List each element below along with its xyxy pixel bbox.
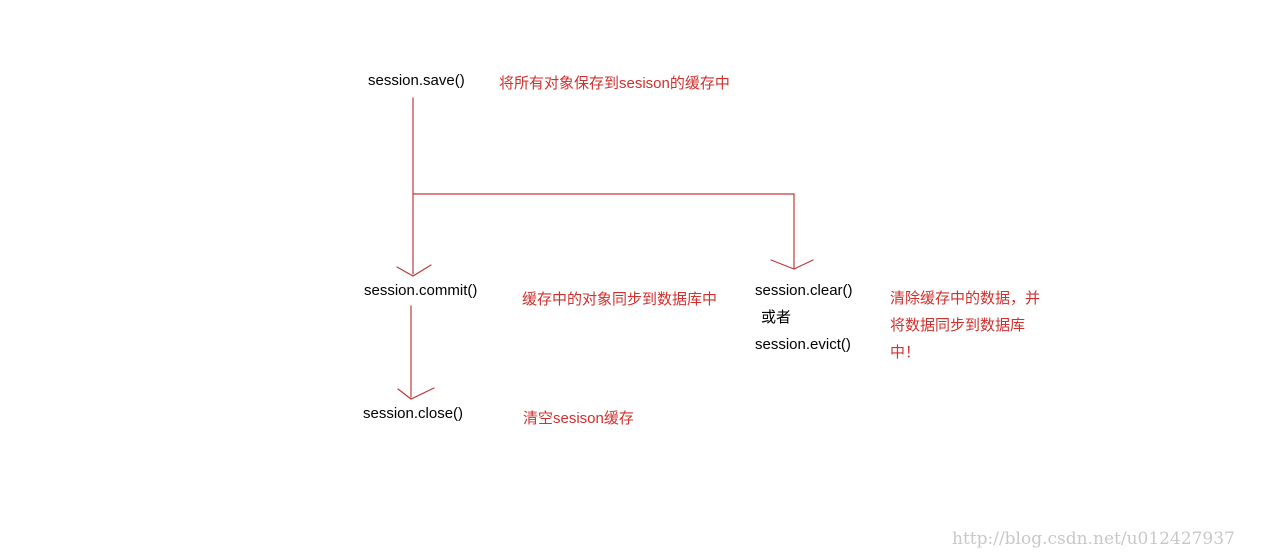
annotation-save: 将所有对象保存到sesison的缓存中 [499,75,730,92]
node-session-commit: session.commit() [364,282,478,299]
annotation-clear-line-2: 将数据同步到数据库 [890,317,1026,334]
arrowhead-close [397,387,435,400]
annotation-commit: 缓存中的对象同步到数据库中 [522,291,718,308]
arrowhead-commit [396,264,432,277]
arrowhead-clear [770,259,814,270]
node-session-save: session.save() [368,72,465,89]
annotation-clear-line-3: 中！ [890,344,921,361]
node-or-label: 或者 [761,309,792,326]
annotation-close: 清空sesison缓存 [523,410,634,427]
node-session-close: session.close() [363,405,464,422]
annotation-clear: 清除缓存中的数据，并 将数据同步到数据库 中！ [890,285,1060,366]
annotation-clear-line-1: 清除缓存中的数据，并 [890,290,1041,307]
node-session-clear: session.clear() [755,282,853,299]
node-session-evict: session.evict() [755,336,851,353]
watermark-url: http://blog.csdn.net/u012427937 [952,529,1235,549]
